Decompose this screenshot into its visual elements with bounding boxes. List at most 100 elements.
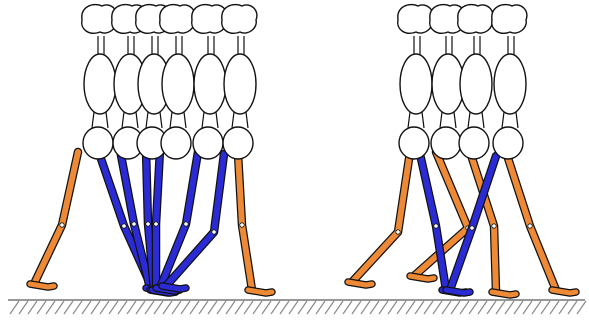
stance-leg <box>446 156 496 293</box>
spine-link <box>92 112 94 128</box>
spine-link <box>160 112 162 128</box>
swing-leg-fill <box>506 152 556 290</box>
ground-hatch-stroke <box>10 301 19 314</box>
right-walking-sequence <box>348 5 576 295</box>
ground-hatch-stroke <box>181 301 190 314</box>
swing-leg-knee <box>60 223 64 227</box>
spine-link <box>136 112 138 128</box>
ground-hatch-stroke <box>190 301 199 314</box>
ground-hatch-stroke <box>307 301 316 314</box>
ground-hatch-stroke <box>172 301 181 314</box>
ground-hatch-stroke <box>217 301 226 314</box>
ground-hatch-stroke <box>406 301 415 314</box>
stance-leg-knee <box>122 224 126 228</box>
spine-link <box>454 112 456 128</box>
ground-hatch-stroke <box>289 301 298 314</box>
ground-hatch-stroke <box>46 301 55 314</box>
walker-body <box>458 5 493 159</box>
pelvis <box>193 127 223 159</box>
spine-link <box>146 112 148 128</box>
torso <box>494 54 526 114</box>
stance-leg-knee <box>470 226 474 230</box>
swing-leg-foot <box>348 282 372 285</box>
ground-hatch-stroke <box>433 301 442 314</box>
pelvis <box>399 127 429 159</box>
torso <box>432 54 464 114</box>
swing-leg-foot <box>492 292 516 295</box>
swing-leg-fill <box>34 152 78 284</box>
ground-hatch-stroke <box>451 301 460 314</box>
stance-leg-knee <box>184 222 188 226</box>
ground-hatch-stroke <box>91 301 100 314</box>
ground-hatch-stroke <box>388 301 397 314</box>
ground-hatch-stroke <box>424 301 433 314</box>
ground-hatch-stroke <box>334 301 343 314</box>
stance-leg-knee <box>132 222 136 226</box>
spine-link <box>122 112 124 128</box>
ground-hatch-stroke <box>325 301 334 314</box>
ground-hatch-stroke <box>208 301 217 314</box>
spine-link <box>184 112 186 128</box>
ground-hatch-stroke <box>226 301 235 314</box>
walker-body <box>222 5 257 159</box>
ground-hatch-stroke <box>73 301 82 314</box>
ground-hatch-stroke <box>37 301 46 314</box>
ground-hatch-stroke <box>577 301 586 314</box>
ground-hatch-stroke <box>442 301 451 314</box>
walker-body <box>192 5 227 159</box>
stance-leg-knee <box>154 222 158 226</box>
ground-hatch-stroke <box>514 301 523 314</box>
ground-hatch-stroke <box>478 301 487 314</box>
ground-hatch-stroke <box>541 301 550 314</box>
spine-link <box>468 112 470 128</box>
spine-link <box>232 112 234 128</box>
ground-hatch-stroke <box>505 301 514 314</box>
ground-hatch-stroke <box>82 301 91 314</box>
ground-hatch-stroke <box>100 301 109 314</box>
walker-body <box>82 5 117 159</box>
walker-body <box>492 5 527 159</box>
stance-leg-knee <box>434 224 438 228</box>
ground-hatch-stroke <box>496 301 505 314</box>
spine-link <box>216 112 218 128</box>
torso <box>224 54 256 114</box>
ground-hatch-stroke <box>559 301 568 314</box>
swing-leg <box>348 152 410 285</box>
spine-link <box>422 112 424 128</box>
ground-hatch-stroke <box>460 301 469 314</box>
torso <box>194 54 226 114</box>
swing-leg-foot <box>30 284 54 287</box>
ground-hatch-stroke <box>244 301 253 314</box>
ground-hatch-stroke <box>154 301 163 314</box>
ground-hatch-stroke <box>262 301 271 314</box>
ground-hatch-stroke <box>28 301 37 314</box>
ground-hatch-stroke <box>469 301 478 314</box>
ground-hatch-stroke <box>370 301 379 314</box>
ground-hatch-stroke <box>316 301 325 314</box>
swing-leg-foot <box>552 290 576 293</box>
ground-hatch-stroke <box>523 301 532 314</box>
ground-hatch-stroke <box>199 301 208 314</box>
torso <box>400 54 432 114</box>
left-walking-sequence <box>30 5 272 293</box>
ground-hatch-stroke <box>253 301 262 314</box>
swing-leg-knee <box>528 224 532 228</box>
stance-leg-knee <box>212 230 216 234</box>
ground-hatch <box>8 300 586 314</box>
spine-link <box>502 112 504 128</box>
stance-leg-foot <box>446 290 470 293</box>
ground-hatch-stroke <box>550 301 559 314</box>
ground-hatch-stroke <box>280 301 289 314</box>
pelvis <box>431 127 461 159</box>
walker-body <box>160 5 195 159</box>
ground-hatch-stroke <box>127 301 136 314</box>
swing-leg-knee <box>396 230 400 234</box>
ground-hatch-stroke <box>361 301 370 314</box>
spine-link <box>440 112 442 128</box>
torso <box>162 54 194 114</box>
stance-leg-foot <box>162 286 186 289</box>
ground-hatch-stroke <box>55 301 64 314</box>
walker-body <box>398 5 433 159</box>
swing-leg-foot <box>248 290 272 293</box>
